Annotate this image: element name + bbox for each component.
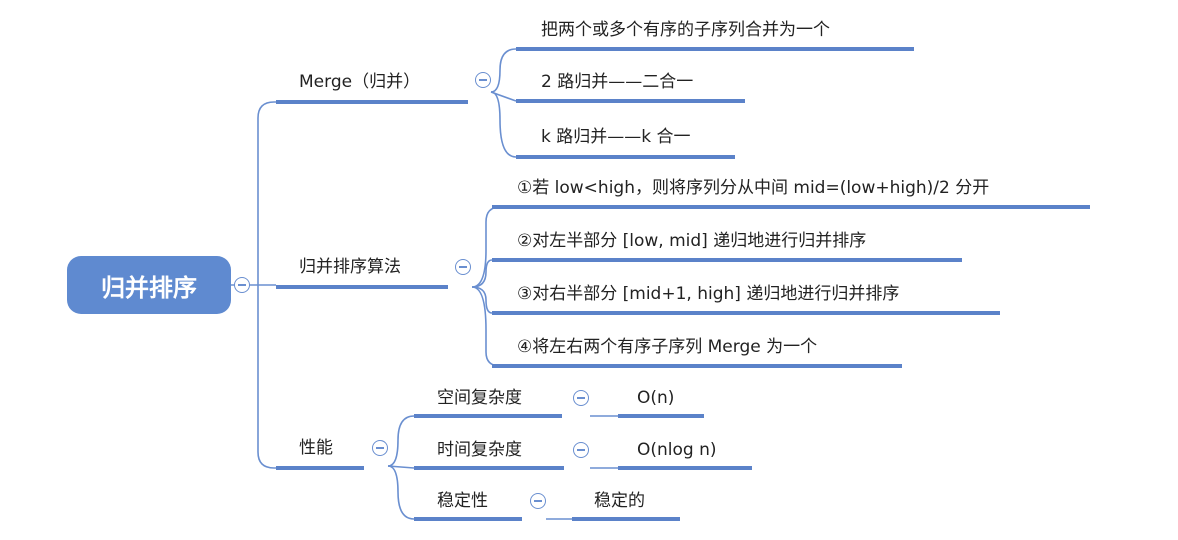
leaf-stability[interactable]: 稳定性 [437,491,488,511]
leaf-time-complexity[interactable]: 时间复杂度 [437,440,522,460]
leaf-space-complexity[interactable]: 空间复杂度 [437,388,522,408]
leaf-algorithm-3[interactable]: ③对右半部分 [mid+1, high] 递归地进行归并排序 [517,284,900,304]
connector [490,48,517,93]
value-space-complexity[interactable]: O(n) [637,388,675,408]
leaf-merge-1[interactable]: 把两个或多个有序的子序列合并为一个 [541,20,830,40]
leaf-merge-3[interactable]: k 路归并——k 合一 [541,127,691,147]
root-node[interactable]: 归并排序 [67,256,231,314]
leaf-algorithm-1[interactable]: ①若 low<high，则将序列分从中间 mid=(low+high)/2 分开 [517,178,990,198]
collapse-icon[interactable] [372,440,388,456]
connector [257,285,276,469]
collapse-icon[interactable] [455,259,471,275]
collapse-icon[interactable] [573,442,589,458]
connector [471,286,493,314]
branch-merge[interactable]: Merge（归并） [299,72,421,92]
leaf-algorithm-2[interactable]: ②对左半部分 [low, mid] 递归地进行归并排序 [517,231,867,251]
collapse-icon[interactable] [475,72,491,88]
collapse-icon[interactable] [530,493,546,509]
collapse-icon[interactable] [234,277,250,293]
leaf-merge-2[interactable]: 2 路归并——二合一 [541,72,694,92]
connector [490,91,517,158]
branch-performance[interactable]: 性能 [299,438,333,458]
connector [387,465,415,520]
branch-algorithm[interactable]: 归并排序算法 [299,257,401,277]
collapse-icon[interactable] [573,390,589,406]
leaf-algorithm-4[interactable]: ④将左右两个有序子序列 Merge 为一个 [517,337,818,357]
connector [387,465,415,469]
connector [257,101,276,285]
connector [387,415,415,467]
value-time-complexity[interactable]: O(nlog n) [637,440,717,460]
connector [471,259,493,288]
value-stability[interactable]: 稳定的 [594,491,645,511]
